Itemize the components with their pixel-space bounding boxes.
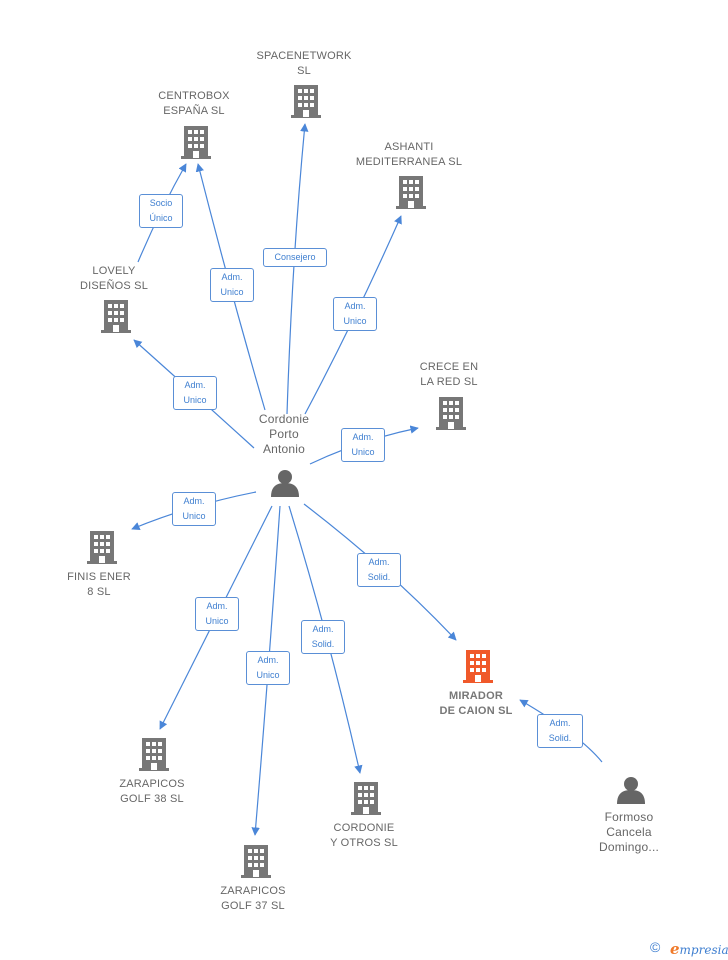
- building-icon-centrobox[interactable]: [181, 126, 211, 159]
- company-label-ashanti[interactable]: ASHANTI MEDITERRANEA SL: [355, 141, 463, 168]
- building-icon-cordonie-otros[interactable]: [351, 782, 381, 815]
- building-icon-zarapicos38[interactable]: [139, 738, 169, 771]
- company-label-cordonie-otros[interactable]: CORDONIE Y OTROS SL: [330, 822, 398, 849]
- company-label-centrobox[interactable]: CENTROBOX ESPAÑA SL: [158, 90, 230, 117]
- center-person-label[interactable]: Cordonie Porto Antonio: [258, 412, 310, 456]
- building-icon-mirador[interactable]: [463, 650, 493, 683]
- company-label-spacenetwork[interactable]: SPACENETWORK SL: [256, 50, 352, 77]
- company-label-crece[interactable]: CRECE EN LA RED SL: [419, 361, 479, 388]
- edge-label-mirador: Adm. Solid.: [357, 553, 401, 587]
- company-label-zarapicos38[interactable]: ZARAPICOS GOLF 38 SL: [119, 778, 185, 805]
- edge-label-finis: Adm. Unico: [172, 492, 216, 526]
- edge-label-ashanti: Adm. Unico: [333, 297, 377, 331]
- edge-label-lovely-centrobox: Socio Único: [139, 194, 183, 228]
- building-icon-zarapicos37[interactable]: [241, 845, 271, 878]
- edge-label-consejero: Consejero: [263, 248, 327, 267]
- edge-label-formoso-mirador: Adm. Solid.: [537, 714, 583, 748]
- edge-label-cordonie-otros: Adm. Solid.: [301, 620, 345, 654]
- building-icon-finis[interactable]: [87, 531, 117, 564]
- building-icon-crece[interactable]: [436, 397, 466, 430]
- copyright-symbol: ©: [650, 939, 661, 955]
- person-icon-formoso[interactable]: [617, 777, 645, 804]
- edge-label-centrobox: Adm. Unico: [210, 268, 254, 302]
- building-icon-ashanti[interactable]: [396, 176, 426, 209]
- edge-label-crece: Adm. Unico: [341, 428, 385, 462]
- company-label-lovely[interactable]: LOVELY DISEÑOS SL: [79, 265, 149, 292]
- person-icon-center[interactable]: [271, 470, 299, 497]
- person-label-formoso[interactable]: Formoso Cancela Domingo...: [598, 810, 660, 854]
- edge-label-lovely: Adm. Unico: [173, 376, 217, 410]
- company-label-mirador[interactable]: MIRADOR DE CAION SL: [439, 690, 513, 717]
- company-label-zarapicos37[interactable]: ZARAPICOS GOLF 37 SL: [220, 885, 286, 912]
- company-label-finis[interactable]: FINIS ENER 8 SL: [67, 571, 131, 598]
- e-spacenetwork: [286, 123, 309, 415]
- brand-rest: mpresia: [679, 943, 728, 957]
- empresia-logo[interactable]: empresia: [670, 940, 728, 958]
- edge-label-zarapicos38: Adm. Unico: [195, 597, 239, 631]
- building-icon-spacenetwork[interactable]: [291, 85, 321, 118]
- building-icon-lovely[interactable]: [101, 300, 131, 333]
- edge-label-zarapicos37: Adm. Unico: [246, 651, 290, 685]
- brand-initial: e: [670, 940, 680, 958]
